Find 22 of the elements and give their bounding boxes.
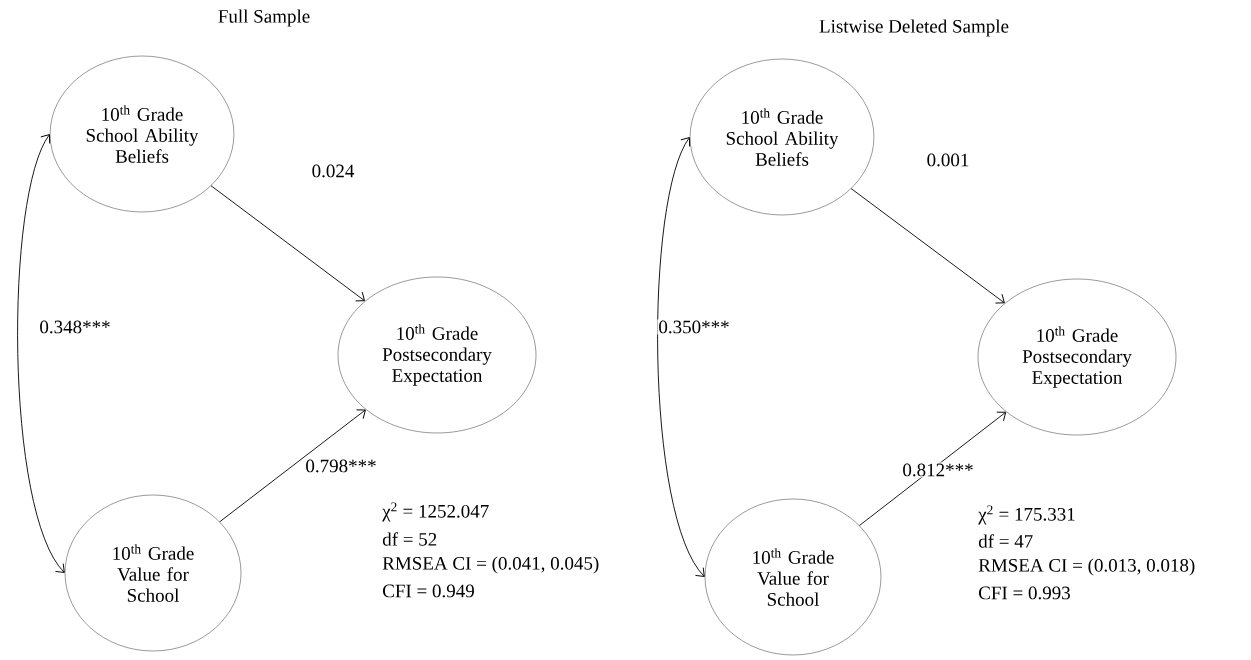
fit-statistic: CFI = 0.949 xyxy=(383,584,474,598)
edge-label: 0.798*** xyxy=(304,458,378,474)
path-arrow xyxy=(858,411,1007,526)
covariance-arrow xyxy=(17,134,65,573)
fit-statistic: χ$^{2}$ = 175.331 xyxy=(978,505,1075,525)
fit-statistic: df = 52 xyxy=(382,532,437,546)
edge-label: 0.350*** xyxy=(657,319,731,335)
edge-label: 0.001 xyxy=(925,152,971,168)
fit-statistic: RMSEA CI = (0.041, 0.045) xyxy=(382,556,599,574)
fit-statistic: df = 47 xyxy=(978,534,1033,548)
panel-title: Full Sample xyxy=(218,9,310,27)
edge-label: 0.812*** xyxy=(901,462,975,478)
covariance-arrow xyxy=(657,137,705,577)
fit-statistic: χ$^{2}$ = 1252.047 xyxy=(382,502,489,522)
edge-label: 0.024 xyxy=(310,163,356,179)
panel-title: Listwise Deleted Sample xyxy=(819,19,1009,37)
edge-label: 0.348*** xyxy=(38,319,112,335)
fit-statistic: CFI = 0.993 xyxy=(979,586,1070,600)
path-arrow xyxy=(850,188,1005,304)
fit-statistic: RMSEA CI = (0.013, 0.018) xyxy=(978,558,1195,576)
path-arrow xyxy=(219,409,366,523)
path-arrow xyxy=(210,185,365,302)
